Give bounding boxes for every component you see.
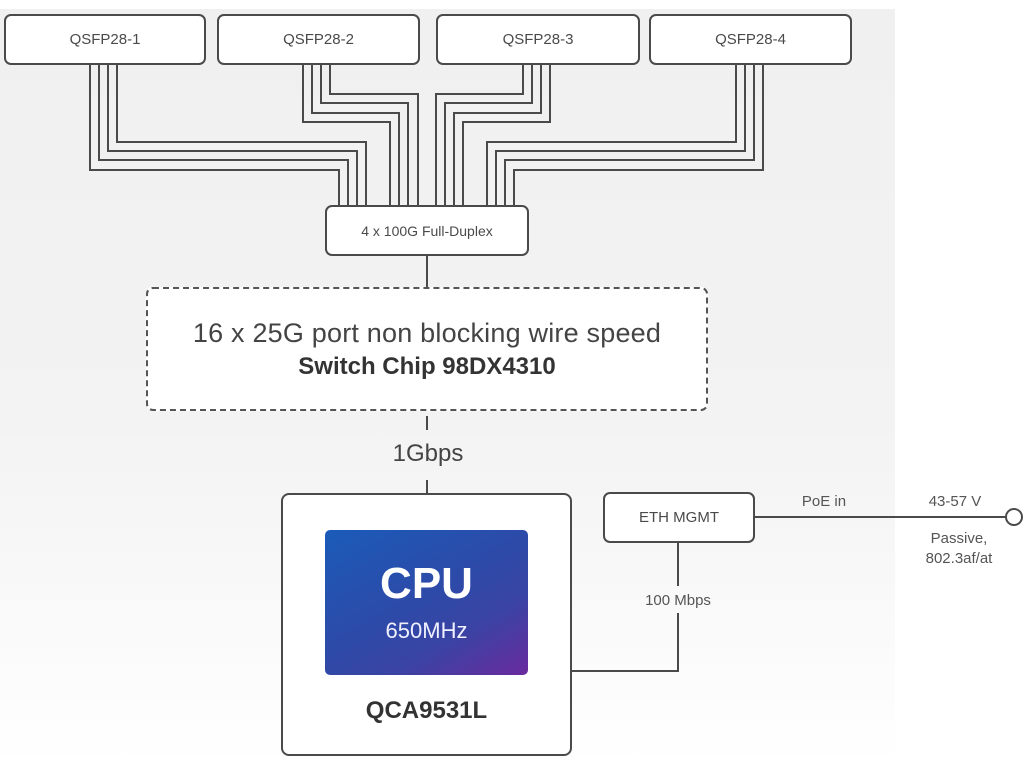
qsfp1-lanes: [89, 64, 367, 206]
port-label: QSFP28-3: [502, 31, 574, 48]
port-qsfp28-3: QSFP28-3: [436, 14, 640, 65]
qca-to-eth-line-lower: [571, 613, 679, 672]
soc-model: QCA9531L: [365, 697, 488, 724]
cpu-frequency: 650MHz: [385, 617, 468, 643]
aggregator-label: 4 x 100G Full-Duplex: [361, 222, 493, 239]
uplink-speed-label: 1Gbps: [392, 440, 464, 467]
qsfp4-lanes: [486, 64, 764, 206]
port-qsfp28-2: QSFP28-2: [217, 14, 420, 65]
qsfp1-lane-4: [116, 64, 367, 206]
port-qsfp28-4: QSFP28-4: [649, 14, 852, 65]
poe-standard-label: Passive, 802.3af/at: [925, 530, 993, 568]
qsfp2-lane-2: [311, 64, 400, 206]
eth-mgmt-label: ETH MGMT: [639, 509, 719, 526]
qsfp3-lanes: [435, 64, 551, 206]
qsfp2-lane-4: [329, 64, 419, 206]
soc-box: CPU 650MHz QCA9531L: [281, 493, 572, 756]
qsfp4-lane-3: [504, 64, 755, 206]
qsfp3-lane-2: [444, 64, 533, 206]
switch-chip-description: 16 x 25G port non blocking wire speed: [192, 317, 662, 348]
qsfp2-lanes: [302, 64, 419, 206]
cpu-block: CPU 650MHz: [325, 530, 528, 675]
qsfp1-lane-1: [89, 64, 340, 206]
switch-chip-name: Switch Chip 98DX4310: [298, 352, 556, 380]
mgmt-speed-label: 100 Mbps: [645, 592, 711, 609]
aggregator-box: 4 x 100G Full-Duplex: [325, 205, 529, 256]
qsfp1-lane-3: [107, 64, 358, 206]
qsfp1-lane-2: [98, 64, 349, 206]
eth-mgmt-box: ETH MGMT: [603, 492, 755, 543]
port-label: QSFP28-2: [283, 31, 354, 48]
poe-voltage-label: 43-57 V: [928, 493, 982, 510]
qsfp4-lane-1: [486, 64, 737, 206]
qsfp4-lane-4: [513, 64, 764, 206]
switch-chip-box: 16 x 25G port non blocking wire speed Sw…: [146, 287, 708, 411]
poe-in-label: PoE in: [801, 493, 847, 510]
port-label: QSFP28-4: [715, 31, 786, 48]
port-label: QSFP28-1: [69, 31, 141, 48]
qsfp2-lane-1: [302, 64, 391, 206]
qsfp4-lane-2: [495, 64, 746, 206]
cpu-title: CPU: [380, 558, 473, 608]
qsfp3-lane-1: [435, 64, 524, 206]
poe-input-port-icon: [1005, 508, 1023, 526]
qsfp3-lane-4: [462, 64, 551, 206]
qsfp3-lane-3: [453, 64, 542, 206]
qsfp2-lane-3: [320, 64, 409, 206]
port-qsfp28-1: QSFP28-1: [4, 14, 206, 65]
